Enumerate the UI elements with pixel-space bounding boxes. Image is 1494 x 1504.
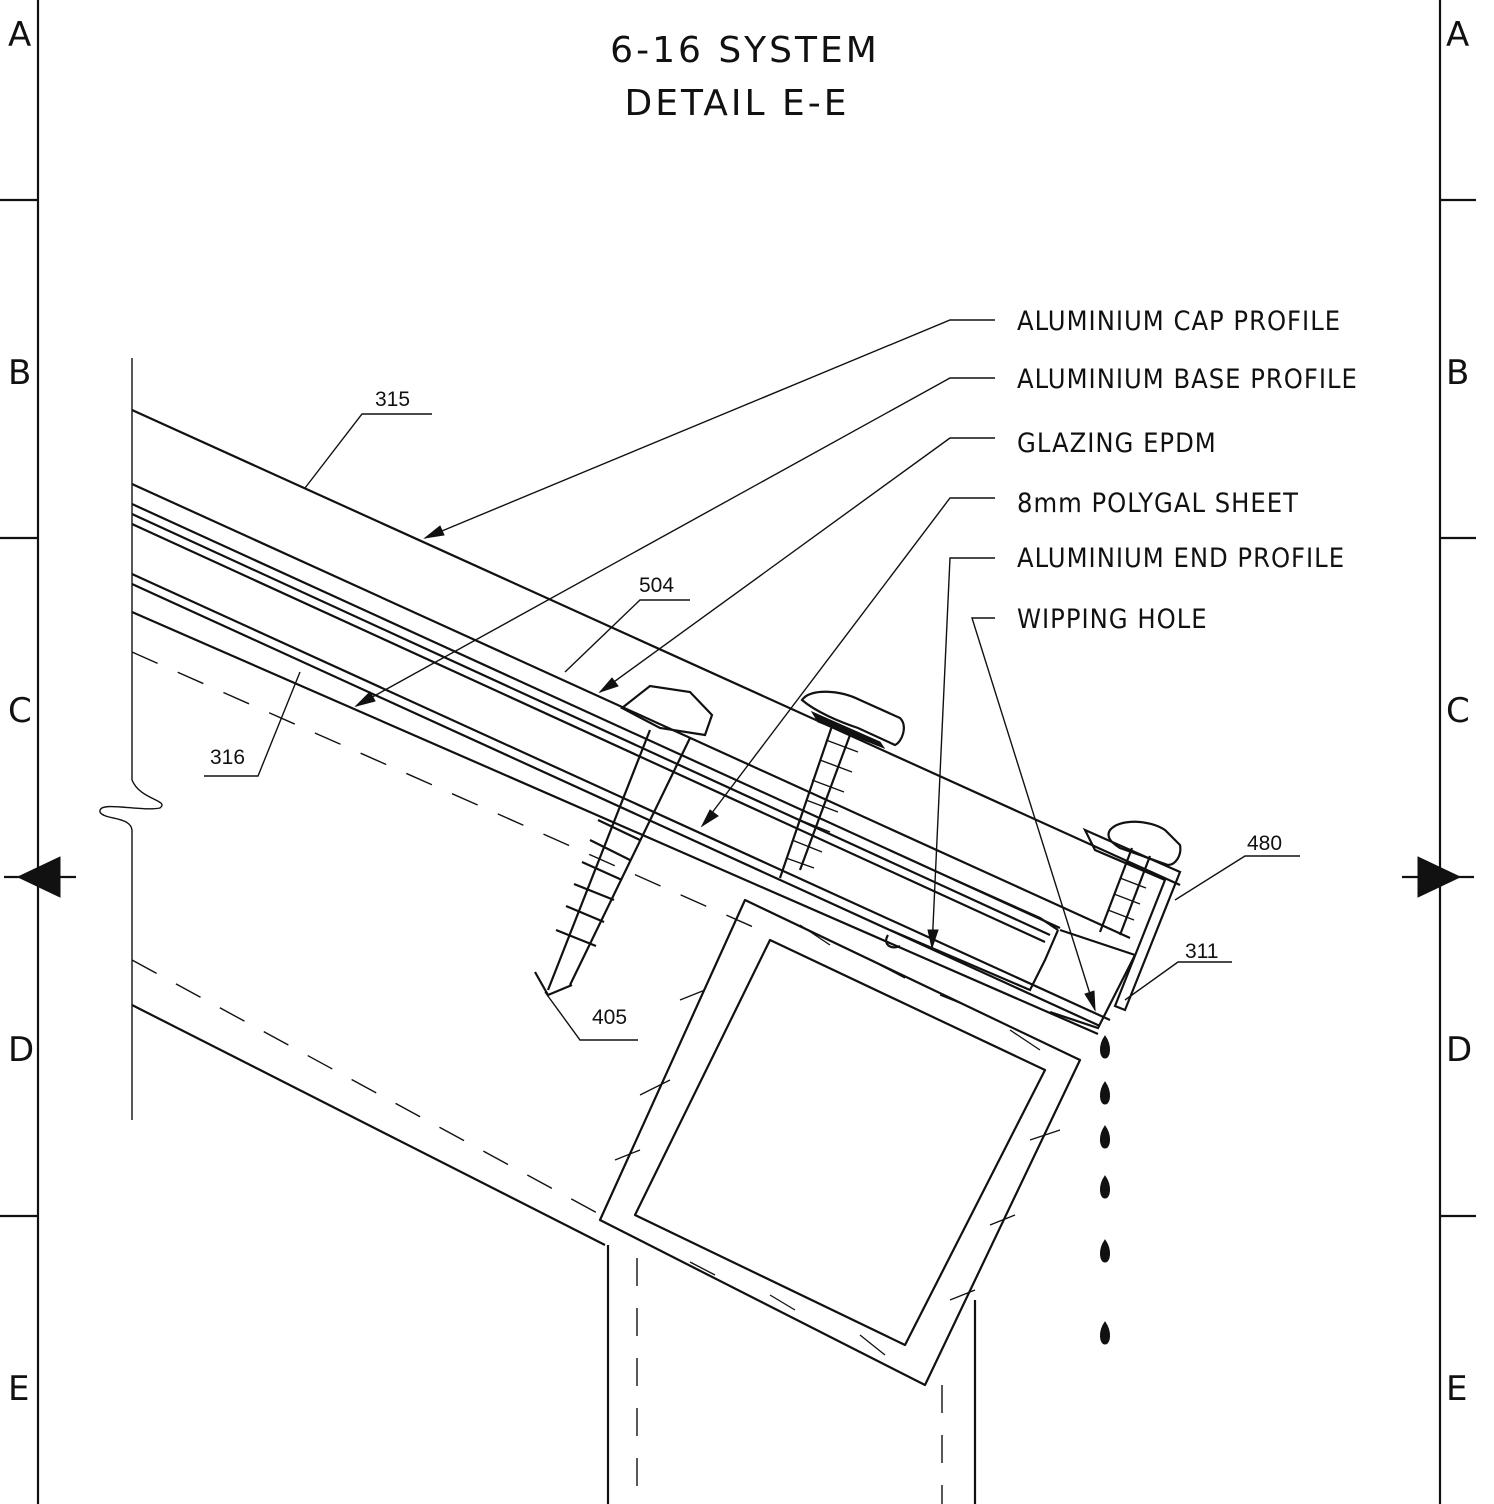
rafter-body xyxy=(131,651,761,1246)
arrowhead-icon xyxy=(598,677,619,694)
water-drop-icon xyxy=(1100,1239,1110,1263)
drawing-subtitle: DETAIL E-E xyxy=(625,83,850,124)
self-drilling-screw-405 xyxy=(534,684,714,997)
part-number-tags: 315 504 316 405 480 311 xyxy=(204,388,1300,1041)
water-drop-icon xyxy=(1100,1175,1110,1199)
steel-box-section xyxy=(598,898,1082,1504)
aluminium-end-profile xyxy=(885,827,1182,1030)
zone-label: C xyxy=(1446,691,1470,731)
zone-label: A xyxy=(8,15,31,55)
zone-label: B xyxy=(1446,353,1469,393)
zone-label: C xyxy=(8,691,32,731)
arrowhead-icon xyxy=(927,929,939,950)
part-number-405: 405 xyxy=(592,1006,627,1029)
zone-label: A xyxy=(1446,15,1469,55)
fixing-screw-1 xyxy=(778,690,905,879)
part-number-316: 316 xyxy=(210,746,245,769)
callout-cap-profile: ALUMINIUM CAP PROFILE xyxy=(1017,306,1341,337)
arrowhead-icon xyxy=(700,809,719,828)
arrowhead-icon xyxy=(423,525,445,539)
zone-label: E xyxy=(1446,1369,1467,1409)
center-arrow-right-icon xyxy=(1417,856,1462,898)
water-drop-icon xyxy=(1100,1081,1110,1105)
callout-labels: ALUMINIUM CAP PROFILE ALUMINIUM BASE PRO… xyxy=(1017,306,1358,635)
glazing-layers xyxy=(131,502,1111,1036)
fixing-screw-2 xyxy=(1098,820,1182,936)
center-arrow-left-icon xyxy=(16,856,61,898)
callout-base-profile: ALUMINIUM BASE PROFILE xyxy=(1017,364,1358,395)
callout-wipping-hole: WIPPING HOLE xyxy=(1017,604,1208,635)
zone-labels-right: A B C D E xyxy=(1446,15,1472,1409)
arrowhead-icon xyxy=(1084,990,1096,1012)
zone-label: D xyxy=(8,1030,34,1070)
part-number-480: 480 xyxy=(1247,832,1282,855)
part-number-315: 315 xyxy=(375,388,410,411)
zone-label: E xyxy=(8,1369,29,1409)
callout-polygal-sheet: 8mm POLYGAL SHEET xyxy=(1017,488,1299,519)
water-drop-icon xyxy=(1100,1321,1110,1345)
callout-leaders xyxy=(354,319,1096,1012)
break-line xyxy=(99,358,163,1120)
drawing-title: 6-16 SYSTEM xyxy=(610,30,880,71)
zone-labels-left: A B C D E xyxy=(8,15,34,1409)
part-number-311: 311 xyxy=(1185,940,1218,963)
zone-label: D xyxy=(1446,1030,1472,1070)
aluminium-cap-profile xyxy=(131,408,1181,940)
zone-label: B xyxy=(8,353,31,393)
water-drops xyxy=(1100,1035,1110,1345)
callout-end-profile: ALUMINIUM END PROFILE xyxy=(1017,543,1345,574)
part-number-504: 504 xyxy=(639,574,674,597)
callout-glazing-epdm: GLAZING EPDM xyxy=(1017,428,1217,459)
water-drop-icon xyxy=(1100,1035,1110,1059)
arrowhead-icon xyxy=(354,691,376,707)
water-drop-icon xyxy=(1100,1125,1110,1149)
